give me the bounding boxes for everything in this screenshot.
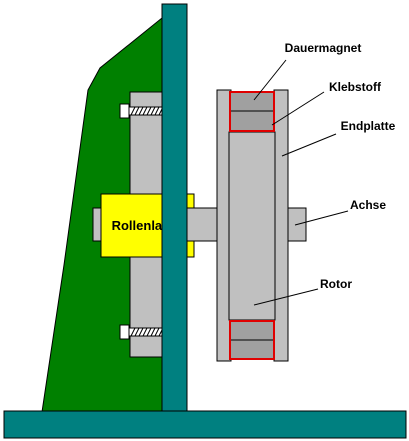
lower-bolt-head [119, 324, 130, 340]
end-plate-right [273, 89, 289, 362]
base-plate [3, 410, 407, 439]
upper-bolt-head [119, 103, 130, 119]
upper-permanent-magnet [229, 91, 275, 132]
lower-adhesive [229, 320, 275, 360]
vertical-post [161, 3, 188, 413]
upper-magnet-inner [229, 92, 275, 132]
leader-permanent-magnet [253, 59, 287, 101]
label-end-plate: Endplatte [341, 119, 396, 133]
leader-axle [294, 210, 349, 226]
leader-rotor [253, 288, 319, 306]
upper-adhesive [229, 91, 275, 132]
label-rotor: Rotor [320, 277, 352, 291]
label-adhesive: Klebstoff [329, 80, 382, 94]
leader-adhesive [271, 91, 325, 126]
lower-permanent-magnet [229, 320, 275, 360]
label-permanent-magnet: Dauermagnet [285, 41, 362, 55]
leader-end-plate [281, 133, 337, 157]
axle-middle [186, 207, 220, 242]
label-axle: Achse [350, 198, 386, 212]
rotor-body [228, 131, 276, 321]
